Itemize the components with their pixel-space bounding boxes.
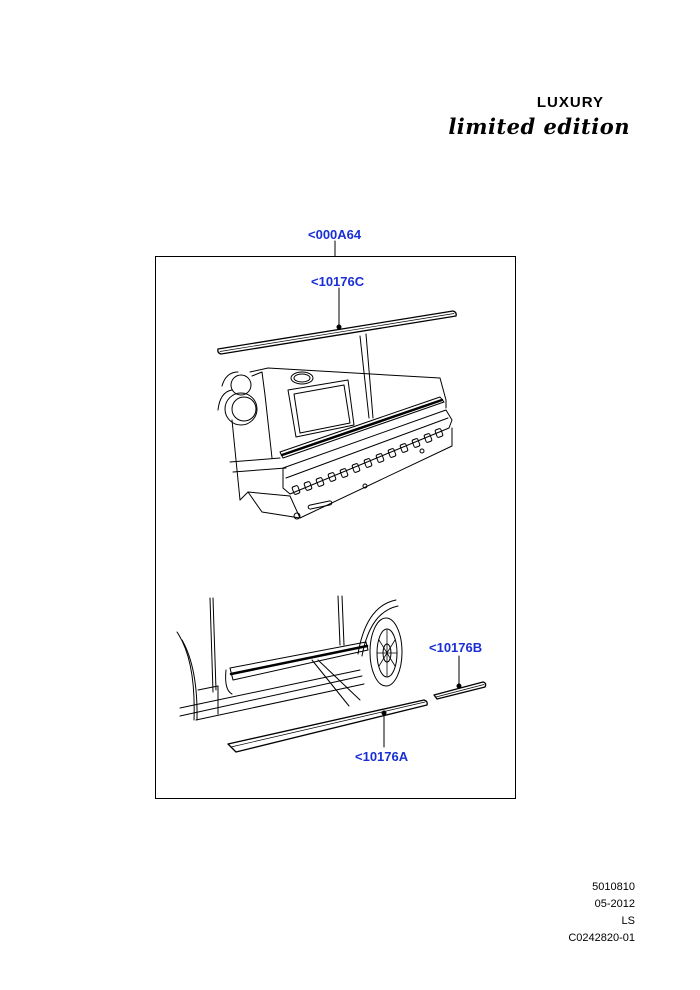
drawing-date: 05-2012 bbox=[594, 898, 635, 910]
side-vehicle-drawing bbox=[176, 595, 403, 721]
callout-side-strip-short[interactable]: <10176B bbox=[429, 640, 483, 655]
brand-subtitle: limited edition bbox=[448, 114, 630, 139]
rear-vehicle-drawing bbox=[217, 333, 453, 520]
callout-kit[interactable]: <000A64 bbox=[308, 227, 362, 242]
diagram-frame bbox=[155, 256, 516, 799]
leader-dot-tailgate bbox=[336, 324, 342, 330]
callout-side-strip-long[interactable]: <10176A bbox=[355, 749, 409, 764]
drawing-code: 5010810 bbox=[592, 881, 635, 893]
tailgate-strip bbox=[217, 310, 457, 355]
side-strip-long bbox=[227, 699, 428, 753]
callout-tailgate-strip[interactable]: <10176C bbox=[311, 274, 365, 289]
drawing-initials: LS bbox=[621, 915, 635, 927]
side-strip-short bbox=[433, 681, 487, 700]
drawing-reference: C0242820-01 bbox=[568, 932, 635, 944]
leader-dot-side-long bbox=[381, 710, 387, 716]
leader-dot-side-short bbox=[456, 683, 462, 689]
brand-title: LUXURY bbox=[536, 94, 604, 111]
